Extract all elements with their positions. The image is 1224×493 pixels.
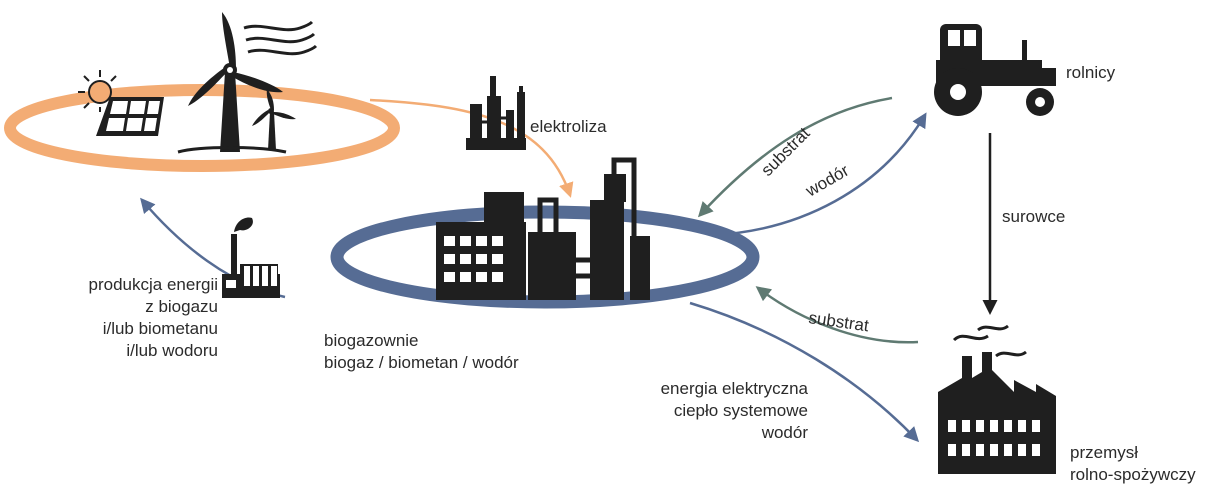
biogas-plant-label-line1: biogazownie (324, 331, 419, 350)
substrat-farmers-arrow (697, 96, 893, 218)
substrat-industry-label: substrat (807, 308, 870, 335)
factory-icon (938, 324, 1056, 474)
substrat-industry-arrow (755, 286, 919, 344)
renewables-ring (4, 84, 400, 172)
electrolysis-plant-icon (466, 76, 526, 150)
outputs-label-line1: energia elektryczna (660, 379, 808, 398)
industry-label-line2: rolno-spożywczy (1070, 465, 1196, 484)
outputs-label-line3: wodór (761, 423, 808, 442)
biogas-plant-label-line2: biogaz / biometan / wodór (324, 353, 519, 372)
energy-production-label-line4: i/lub wodoru (126, 341, 218, 360)
biogas-ring (330, 205, 760, 309)
power-plant-icon (222, 217, 280, 298)
solar-panel-icon (96, 97, 164, 136)
farmers-label: rolnicy (1066, 63, 1116, 82)
hydrogen-arrow (714, 112, 927, 237)
outputs-arrow (689, 301, 920, 443)
wind-turbine-icon (177, 12, 287, 154)
energy-production-label-line2: z biogazu (145, 297, 218, 316)
wind-icon (243, 20, 318, 56)
outputs-label-line2: ciepło systemowe (673, 401, 808, 420)
biogas-plant-icon (436, 157, 650, 300)
energy-production-label-line3: i/lub biometanu (102, 319, 218, 338)
electrolysis-label: elektroliza (530, 117, 607, 136)
sun-icon (78, 70, 117, 112)
tractor-icon (934, 24, 1056, 116)
raw-materials-label: surowce (1002, 207, 1066, 226)
small-wind-turbine-icon (252, 89, 296, 150)
industry-label-line1: przemysł (1070, 443, 1139, 462)
substrat-farmers-label: substrat (757, 123, 813, 179)
energy-production-label-line1: produkcja energii (88, 275, 218, 294)
